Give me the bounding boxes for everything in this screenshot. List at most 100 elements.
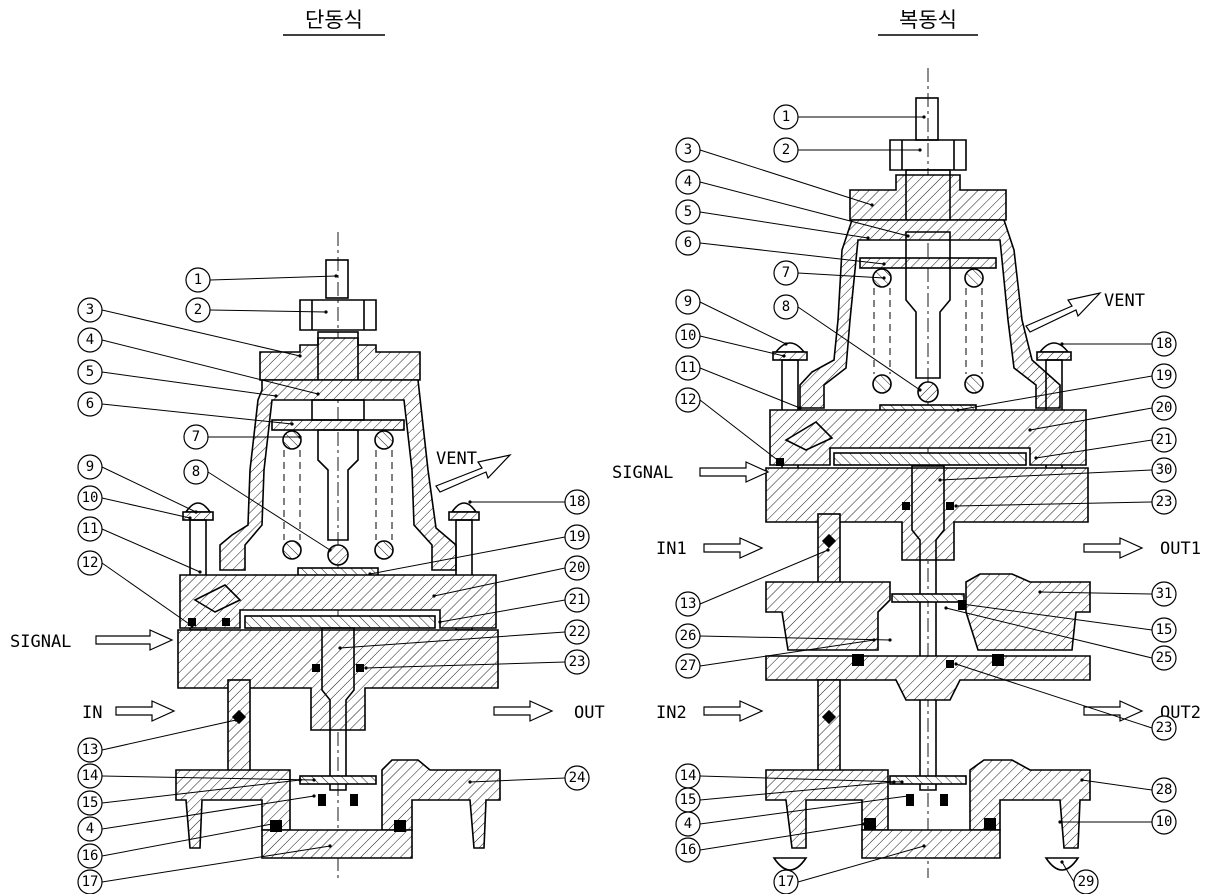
lower-body-r — [765, 467, 1089, 561]
callout-number: 15 — [82, 795, 99, 811]
mid-stage-left — [765, 581, 891, 651]
leader-dot — [190, 624, 194, 628]
callout-number: 3 — [86, 302, 94, 318]
o-ring-23-rc — [946, 660, 954, 668]
callout-number: 14 — [82, 768, 99, 784]
seat-ring-mid — [891, 593, 965, 603]
callout-circle — [77, 327, 103, 353]
left-vent-arrow — [435, 453, 512, 493]
plug-mark-lower-r — [821, 709, 837, 725]
callout-number: 4 — [86, 821, 94, 837]
o-ring-23a — [312, 664, 320, 672]
callout-circle — [77, 516, 103, 542]
o-ring-4-ra — [906, 794, 914, 806]
callout-circle — [773, 260, 799, 286]
callout-number: 5 — [684, 204, 692, 220]
callout-number: 2 — [194, 302, 202, 318]
o-ring-23-rb — [946, 502, 954, 510]
callout-number: 19 — [569, 529, 586, 545]
leader-dot — [862, 822, 866, 826]
adjust-screw-r — [915, 97, 939, 141]
callout-number: 26 — [680, 628, 697, 644]
callout-number: 7 — [782, 265, 790, 281]
callout-circle — [773, 294, 799, 320]
leader-dot — [274, 394, 278, 398]
leader-line — [469, 777, 566, 783]
callout-circle — [77, 550, 103, 576]
top-cap — [259, 337, 421, 381]
leader-line — [961, 603, 1153, 631]
right-out1-label: OUT1 — [1160, 539, 1201, 559]
callout-number: 31 — [1156, 586, 1173, 602]
leader-dot — [468, 500, 472, 504]
washer-right — [448, 511, 480, 521]
leader-line — [101, 823, 273, 857]
leader-dot — [432, 594, 436, 598]
leader-line — [101, 775, 315, 781]
spindle — [317, 429, 359, 541]
leader-line — [957, 375, 1153, 411]
callout-circle — [773, 869, 799, 894]
callout-circle — [1151, 457, 1177, 483]
leader-dot — [918, 388, 922, 392]
leader-line — [699, 781, 895, 801]
leader-dot — [882, 262, 886, 266]
foot-left — [772, 857, 808, 871]
signal-passage-r — [784, 420, 834, 451]
leader-dot — [298, 778, 302, 782]
lock-nut — [299, 299, 377, 331]
leader-line — [1029, 407, 1153, 431]
callout-number: 11 — [82, 521, 99, 537]
leader-dot — [1058, 820, 1062, 824]
o-ring-12 — [188, 618, 196, 626]
leader-dot — [892, 780, 896, 784]
callout-circle — [1151, 427, 1177, 453]
callout-circle — [675, 623, 701, 649]
right-signal-label: SIGNAL — [612, 463, 673, 483]
leader-dot — [778, 460, 782, 464]
right-in1-arrow — [703, 537, 764, 559]
leader-dot — [960, 602, 964, 606]
right-out2-arrow — [1083, 700, 1144, 722]
leader-dot — [888, 638, 892, 642]
left-out-label: OUT — [574, 703, 605, 723]
callout-number: 7 — [192, 429, 200, 445]
o-ring-16-rb — [984, 818, 996, 830]
left-signal-label: SIGNAL — [10, 632, 71, 652]
leader-line — [209, 309, 327, 313]
leader-line — [101, 497, 191, 519]
single-acting-valve — [175, 232, 501, 878]
leader-dot — [938, 478, 942, 482]
valve-stem — [321, 627, 355, 791]
callout-number: 18 — [569, 494, 586, 510]
leader-dot — [782, 354, 786, 358]
callout-circle — [564, 587, 590, 613]
lock-nut-r — [889, 139, 967, 171]
leader-dot — [1060, 860, 1064, 864]
callout-number: 1 — [194, 272, 202, 288]
left-vent-label: VENT — [436, 449, 477, 469]
leader-dot — [922, 844, 926, 848]
callout-circle — [183, 424, 209, 450]
leader-dot — [906, 234, 910, 238]
leader-line — [1039, 591, 1153, 595]
leader-dot — [316, 392, 320, 396]
ball — [327, 544, 349, 566]
right-vent-arrow — [1025, 291, 1102, 333]
callout-circle — [564, 555, 590, 581]
base-right-r — [969, 759, 1091, 849]
plug-lower-r — [817, 679, 841, 773]
leader-dot — [298, 354, 302, 358]
callout-number: 18 — [1156, 336, 1173, 352]
callout-number: 9 — [684, 294, 692, 310]
double-acting-valve — [765, 68, 1091, 878]
leader-line — [1035, 439, 1153, 459]
callout-circle — [183, 459, 209, 485]
foot-right — [1044, 857, 1080, 871]
callout-number: 10 — [680, 328, 697, 344]
leader-line — [101, 339, 319, 395]
leader-dot — [234, 718, 238, 722]
leader-dot — [872, 638, 876, 642]
